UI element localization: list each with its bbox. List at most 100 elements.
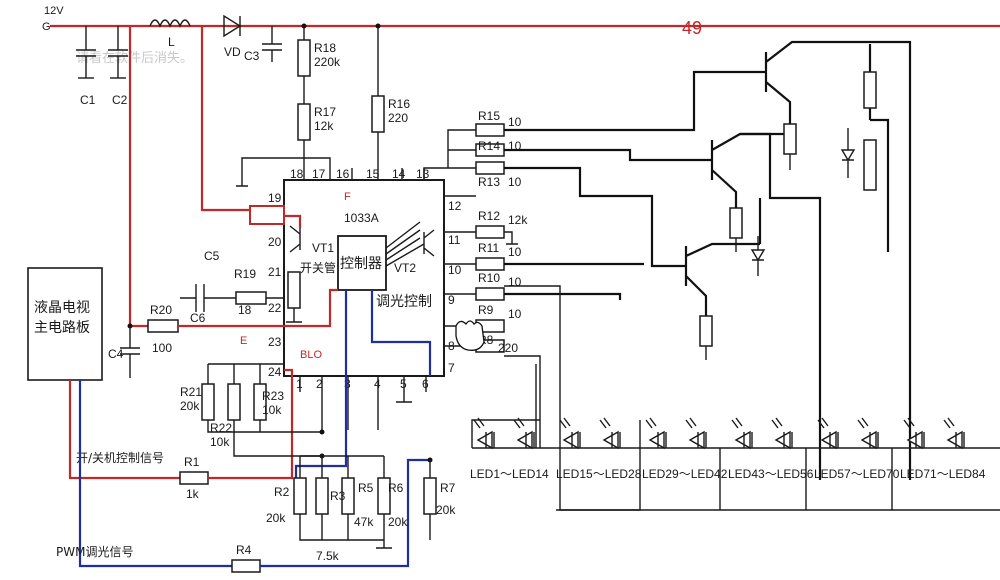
pin-7: 7	[448, 361, 455, 375]
resistor-r17	[297, 103, 311, 141]
pin-24: 24	[268, 365, 282, 379]
r10-name: R10	[478, 271, 500, 285]
r2-name: R2	[274, 485, 290, 499]
r19-name: R19	[234, 267, 256, 281]
r16-name: R16	[388, 97, 410, 111]
resistor-r18	[297, 39, 311, 77]
r11-value: 10	[508, 245, 522, 259]
r14-name: R14	[478, 139, 500, 153]
inductor-l	[149, 19, 191, 28]
vt1-label: VT1	[312, 241, 334, 255]
r15-value: 10	[508, 115, 522, 129]
bottom-bank-bus	[299, 455, 385, 478]
ic-top-pins	[303, 168, 425, 180]
r12-ground	[504, 231, 518, 245]
pwm-signal-wire	[78, 380, 232, 568]
resistor-r10	[475, 287, 505, 301]
r1-name: R1	[184, 455, 200, 469]
pin-18: 18	[290, 167, 304, 181]
r13-value: 10	[508, 175, 522, 189]
r9-name: R9	[478, 303, 494, 317]
controller-fanout	[385, 221, 425, 267]
hand-cursor-icon	[455, 320, 485, 351]
sense-element	[249, 205, 285, 225]
r6-value: 20k	[388, 515, 408, 529]
r17-name: R17	[314, 105, 336, 119]
pin17-ground	[236, 157, 331, 187]
resistor-pin21	[287, 271, 301, 309]
dimming-blue-wire	[370, 290, 432, 376]
blo-label: BLO	[300, 349, 322, 361]
resistor-t3-emitter	[699, 315, 713, 347]
resistor-r3	[315, 477, 329, 515]
r1-value: 1k	[186, 487, 200, 501]
led-group-1-label: LED1～LED14	[470, 467, 549, 481]
diode-label: VD	[224, 45, 241, 59]
pin5-ground	[396, 392, 412, 403]
r23-value: 10k	[262, 403, 282, 417]
led-diode-4-1	[731, 417, 753, 450]
led-group-6-label: LED71～LED84	[900, 467, 986, 481]
vt2-transistor	[423, 229, 435, 257]
rail-marker-label: 49	[682, 18, 702, 38]
r15-name: R15	[478, 109, 500, 123]
capacitor-c3	[262, 26, 282, 62]
led-diode-2-2	[599, 417, 621, 450]
led-diode-5-1	[817, 417, 839, 450]
r1-to-pin24-wire	[208, 368, 294, 480]
r20-to-controller-wire	[178, 288, 338, 328]
led-diode-6-1	[903, 417, 925, 450]
r12-name: R12	[478, 209, 500, 223]
c5-label: C5	[204, 249, 220, 263]
pin-13: 13	[416, 167, 430, 181]
r22-name: R22	[210, 421, 232, 435]
pin-9: 9	[448, 293, 455, 307]
vt2-label: VT2	[394, 261, 416, 275]
c1-label: C1	[80, 93, 96, 107]
diode-vd	[223, 14, 242, 38]
led-diode-1-1	[473, 417, 495, 450]
r22-value: 10k	[210, 435, 230, 449]
resistor-r20	[147, 319, 179, 333]
watermark-text: 请看在软件后消失。	[76, 50, 193, 66]
r23-name: R23	[262, 389, 284, 403]
r5-name: R5	[358, 481, 374, 495]
resistor-r2	[293, 477, 307, 515]
c2-label: C2	[112, 93, 128, 107]
led-diode-3-2	[685, 417, 707, 450]
pin-2: 2	[316, 377, 323, 391]
resistor-r16	[371, 95, 385, 133]
pin-12: 12	[448, 199, 462, 213]
r2-value: 20k	[266, 511, 286, 525]
inductor-label: L	[168, 35, 175, 49]
led-group-4-label: LED43～LED56	[728, 467, 814, 481]
output-transistor-stage	[504, 40, 912, 480]
led-diode-6-2	[943, 417, 965, 450]
supply-node-label: G	[42, 21, 51, 33]
pin-4: 4	[374, 377, 381, 391]
diode-right-2	[750, 236, 766, 276]
resistor-r15	[475, 123, 505, 137]
ic-f-label: F	[344, 191, 351, 203]
dimming-label: 调光控制	[376, 294, 432, 310]
inductor-to-switch-wire	[200, 26, 250, 212]
r3-name: R3	[330, 489, 346, 503]
led-diode-3-1	[645, 417, 667, 450]
tv-board-line2: 主电路板	[34, 320, 90, 336]
resistor-r22	[227, 383, 241, 421]
pin-11: 11	[448, 233, 461, 247]
pin-16: 16	[336, 167, 350, 181]
led-group-5-label: LED57～LED70	[814, 467, 900, 481]
switch-label: 开关管	[300, 260, 336, 275]
pin-10: 10	[448, 263, 462, 277]
tv-board-line1: 液晶电视	[34, 300, 90, 316]
left-rail-wire	[128, 26, 148, 328]
resistor-top-right	[863, 71, 877, 109]
pin-21: 21	[268, 265, 282, 279]
bottom-bank-return	[299, 460, 431, 549]
r18-name: R18	[314, 41, 336, 55]
r17-value: 12k	[314, 119, 334, 133]
r21-r23-return	[207, 420, 322, 457]
r10-value: 10	[508, 275, 522, 289]
r4-to-pin6-wire	[260, 458, 430, 568]
